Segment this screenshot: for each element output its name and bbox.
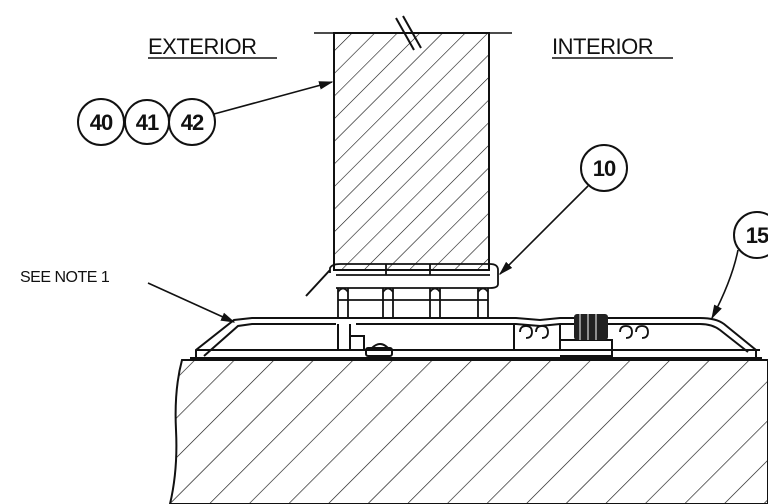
glass-panel [314, 15, 512, 271]
interior-label: INTERIOR [552, 34, 653, 59]
svg-text:10: 10 [593, 156, 616, 181]
svg-text:15: 15 [746, 223, 768, 248]
gasket [574, 314, 608, 340]
break-mark [395, 17, 415, 51]
support-ribs [337, 287, 489, 318]
callout-42: 42 [168, 98, 216, 146]
base-structure [168, 359, 768, 504]
callout-15: 15 [733, 211, 768, 259]
tape-edge-mark [305, 269, 331, 297]
svg-text:41: 41 [136, 110, 159, 135]
leader-cap [711, 249, 739, 320]
glazing-tape [329, 263, 499, 289]
see-note-label: SEE NOTE 1 [20, 269, 110, 286]
svg-text:40: 40 [90, 110, 113, 135]
leader-glass [213, 81, 334, 115]
exterior-label: EXTERIOR [148, 34, 256, 59]
callout-40: 40 [77, 98, 125, 146]
leader-note [147, 282, 236, 323]
callout-10: 10 [580, 144, 628, 192]
callout-41: 41 [124, 99, 170, 145]
cap-extrusion [190, 317, 762, 359]
spring-clips [519, 325, 649, 339]
svg-text:42: 42 [181, 110, 204, 135]
leader-tape [498, 185, 589, 276]
